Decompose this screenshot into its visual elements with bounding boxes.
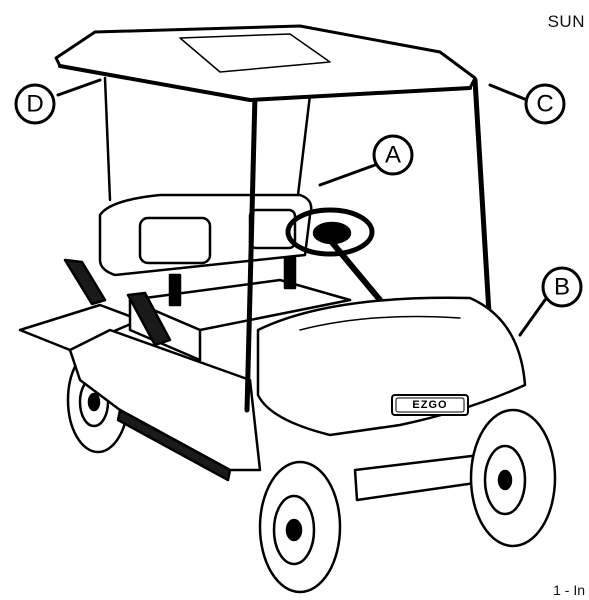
leader-a [320,165,375,185]
callout-label-c: C [536,91,553,118]
callout-label-d: D [26,91,43,118]
hip-restraint-left [65,260,105,304]
leader-c [490,85,527,100]
front-bumper [355,455,482,500]
front-wheel-right [471,410,555,546]
callout-label-b: B [554,274,570,301]
leader-d [58,80,100,95]
rear-strut-right [298,95,310,195]
front-wheel-left [260,462,340,592]
rear-strut-left [105,78,110,200]
front-strut-right [475,80,490,330]
front-cowl [258,298,525,435]
sun-top [56,26,475,100]
leader-b [520,300,545,335]
callout-label-a: A [385,142,401,169]
badge-label: EZGO [412,399,447,411]
